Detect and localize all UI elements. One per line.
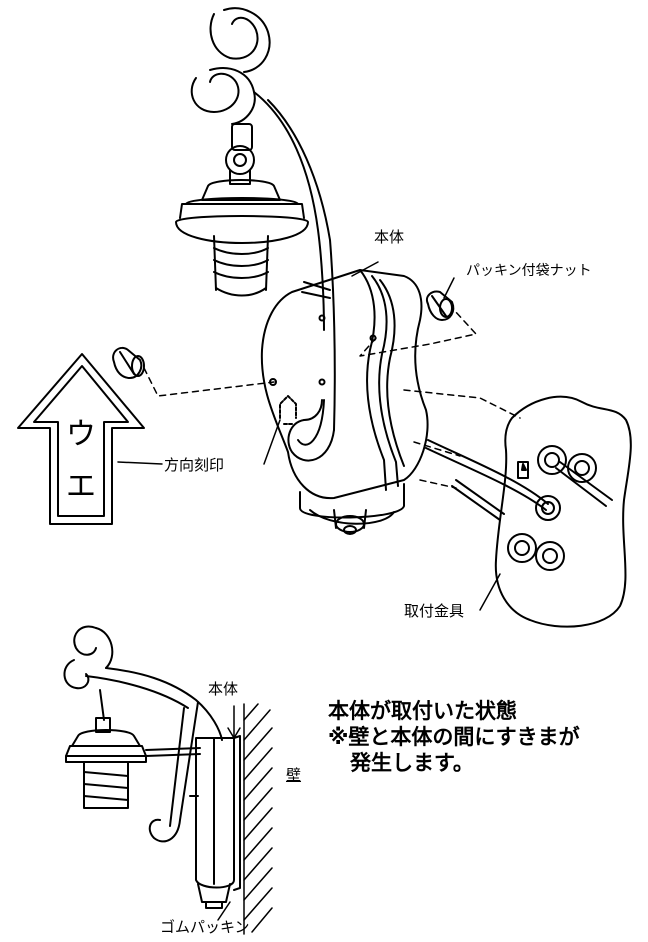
label-bracket: 取付金具 — [404, 602, 465, 620]
note-line-2: ※壁と本体の間にすきまが — [328, 725, 580, 749]
label-body-bottom: 本体 — [208, 680, 239, 698]
note-line-3: 発生します。 — [350, 751, 474, 775]
label-rubber-packing: ゴムパッキン — [160, 918, 250, 936]
label-wall: 壁 — [286, 766, 302, 784]
cap-nut-right — [426, 290, 455, 321]
leader-lines — [117, 261, 501, 611]
arrow-char-top: ウ — [66, 417, 96, 452]
label-body-top: 本体 — [374, 228, 405, 246]
side-view — [63, 625, 241, 921]
wall-hatching — [243, 703, 273, 935]
note-line-1: 本体が取付いた状態 — [328, 699, 517, 723]
cap-nut-left — [112, 346, 145, 379]
label-packing-nut: パッキン付袋ナット — [466, 263, 592, 279]
arrow-char-bottom: エ — [66, 469, 96, 504]
mounting-bracket — [451, 395, 632, 628]
lamp-socket — [175, 123, 331, 299]
label-direction-mark: 方向刻印 — [164, 456, 225, 474]
scroll-arm — [190, 7, 336, 462]
installed-state-note: 本体が取付いた状態 ※壁と本体の間にすきまが 発生します。 — [328, 698, 580, 776]
guide-lines — [143, 309, 521, 489]
main-body-exploded — [260, 269, 429, 535]
direction-arrow-shape — [17, 353, 145, 525]
wire — [427, 439, 549, 505]
